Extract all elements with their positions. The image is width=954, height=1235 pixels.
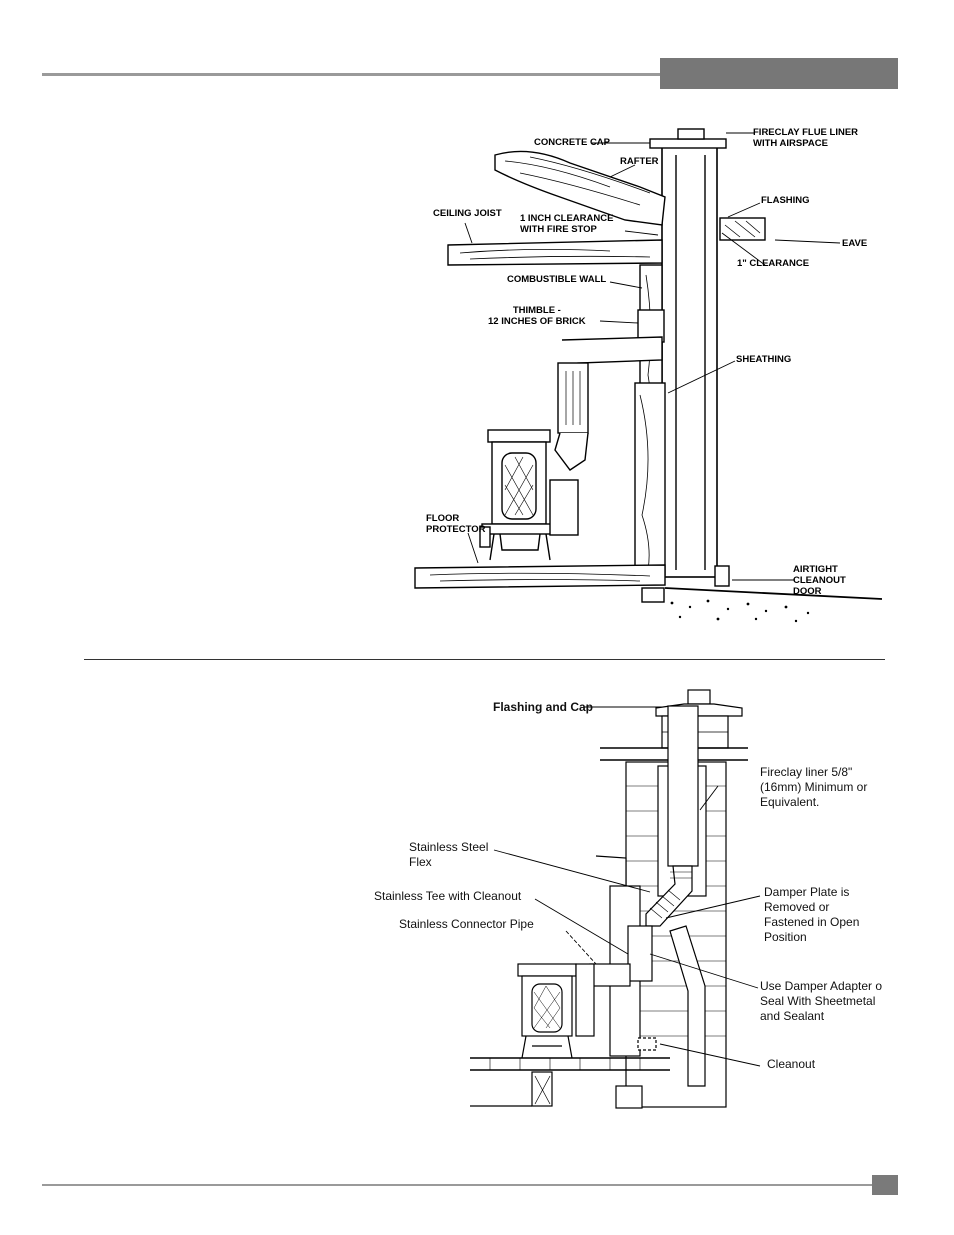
section-divider (84, 659, 885, 660)
fireplace-insert-liner-diagram: Flashing and Cap Fireclay liner 5/8" (16… (370, 686, 890, 1116)
fireplace-liner-drawing (470, 689, 761, 1109)
label-stainless-steel-flex: Stainless Steel Flex (409, 840, 489, 869)
header-tab (660, 58, 898, 89)
label-flashing-and-cap: Flashing and Cap (493, 700, 594, 714)
masonry-chimney-diagram: CONCRETE CAP FIRECLAY FLUE LINER WITH AI… (410, 125, 882, 628)
label-ceiling-joist: CEILING JOIST (433, 208, 502, 219)
label-damper-adapter: Use Damper Adapter o Seal With Sheetmeta… (760, 979, 883, 1023)
label-cleanout: Cleanout (767, 1057, 816, 1071)
label-fireclay-liner: Fireclay liner 5/8" (16mm) Minimum or Eq… (760, 765, 868, 809)
label-eave: EAVE (842, 238, 868, 249)
label-one-inch-clearance: 1" CLEARANCE (737, 258, 810, 269)
label-flashing: FLASHING (761, 195, 810, 206)
label-combustible-wall: COMBUSTIBLE WALL (507, 274, 607, 285)
header-rule (42, 73, 660, 76)
masonry-chimney-drawing (414, 128, 882, 623)
label-thimble: THIMBLE - 12 INCHES OF BRICK (488, 305, 586, 327)
label-stainless-tee: Stainless Tee with Cleanout (374, 889, 522, 903)
label-floor-protector: FLOOR PROTECTOR (426, 513, 486, 535)
label-rafter: RAFTER (620, 156, 659, 167)
label-stainless-connector-pipe: Stainless Connector Pipe (399, 917, 534, 931)
footer-rule (42, 1184, 872, 1186)
label-damper-plate: Damper Plate is Removed or Fastened in O… (764, 885, 860, 944)
label-clearance-fire-stop: 1 INCH CLEARANCE WITH FIRE STOP (520, 213, 614, 235)
label-fireclay-flue-liner: FIRECLAY FLUE LINER WITH AIRSPACE (753, 127, 859, 149)
label-concrete-cap: CONCRETE CAP (534, 137, 611, 148)
label-sheathing: SHEATHING (736, 354, 792, 365)
label-cleanout-door: AIRTIGHT CLEANOUT DOOR (793, 564, 846, 597)
page-number-box (872, 1175, 898, 1195)
